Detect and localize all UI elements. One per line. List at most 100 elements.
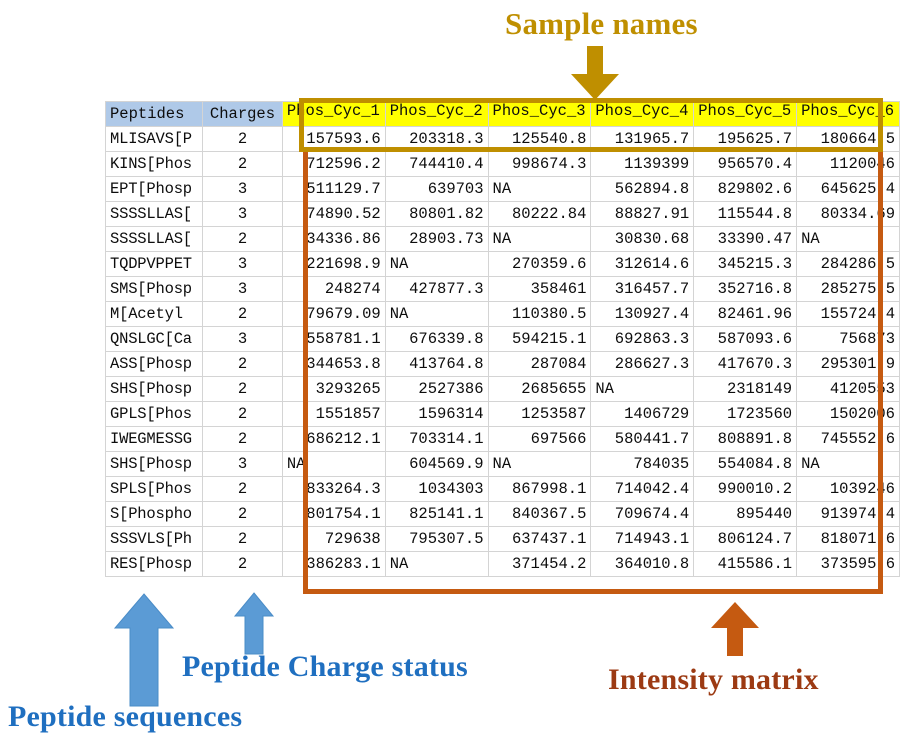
cell-intensity[interactable]: 554084.8	[693, 451, 798, 477]
cell-intensity[interactable]: 74890.52	[281, 201, 386, 227]
cell-intensity[interactable]: 806124.7	[693, 526, 798, 552]
cell-intensity[interactable]: 1253587	[487, 401, 592, 427]
cell-peptide[interactable]: GPLS[Phos	[104, 401, 204, 427]
cell-intensity[interactable]: 88827.91	[590, 201, 695, 227]
cell-intensity[interactable]: 594215.1	[487, 326, 592, 352]
cell-intensity[interactable]: NA	[487, 451, 592, 477]
cell-intensity[interactable]: 709674.4	[590, 501, 695, 527]
cell-intensity[interactable]: 2527386	[384, 376, 489, 402]
cell-intensity[interactable]: 79679.09	[281, 301, 386, 327]
cell-peptide[interactable]: KINS[Phos	[104, 151, 204, 177]
cell-intensity[interactable]: 80222.84	[487, 201, 592, 227]
column-header-peptides[interactable]: Peptides	[104, 101, 204, 127]
cell-intensity[interactable]: NA	[384, 551, 489, 577]
cell-intensity[interactable]: 358461	[487, 276, 592, 302]
cell-intensity[interactable]: 33390.47	[693, 226, 798, 252]
cell-charge[interactable]: 3	[202, 176, 283, 202]
cell-intensity[interactable]: 867998.1	[487, 476, 592, 502]
cell-peptide[interactable]: ASS[Phosp	[104, 351, 204, 377]
cell-intensity[interactable]: 562894.8	[590, 176, 695, 202]
cell-intensity[interactable]: NA	[487, 226, 592, 252]
cell-charge[interactable]: 2	[202, 151, 283, 177]
cell-peptide[interactable]: SHS[Phosp	[104, 451, 204, 477]
cell-intensity[interactable]: 3293265	[281, 376, 386, 402]
column-header-sample-4[interactable]: Phos_Cyc_4	[590, 101, 695, 127]
cell-intensity[interactable]: 913974.4	[796, 501, 900, 527]
cell-intensity[interactable]: 714042.4	[590, 476, 695, 502]
cell-intensity[interactable]: 415586.1	[693, 551, 798, 577]
cell-intensity[interactable]: NA	[487, 176, 592, 202]
cell-charge[interactable]: 3	[202, 451, 283, 477]
cell-peptide[interactable]: EPT[Phosp	[104, 176, 204, 202]
cell-intensity[interactable]: 110380.5	[487, 301, 592, 327]
cell-intensity[interactable]: 703314.1	[384, 426, 489, 452]
cell-charge[interactable]: 2	[202, 426, 283, 452]
cell-intensity[interactable]: 956570.4	[693, 151, 798, 177]
cell-intensity[interactable]: 270359.6	[487, 251, 592, 277]
cell-intensity[interactable]: 990010.2	[693, 476, 798, 502]
cell-intensity[interactable]: 155724.4	[796, 301, 900, 327]
cell-intensity[interactable]: 352716.8	[693, 276, 798, 302]
cell-charge[interactable]: 3	[202, 251, 283, 277]
cell-peptide[interactable]: SSSSLLAS[	[104, 201, 204, 227]
cell-intensity[interactable]: 82461.96	[693, 301, 798, 327]
cell-intensity[interactable]: 818071.6	[796, 526, 900, 552]
column-header-sample-5[interactable]: Phos_Cyc_5	[693, 101, 798, 127]
cell-intensity[interactable]: NA	[384, 301, 489, 327]
cell-intensity[interactable]: 829802.6	[693, 176, 798, 202]
cell-intensity[interactable]: 637437.1	[487, 526, 592, 552]
cell-intensity[interactable]: 285275.5	[796, 276, 900, 302]
cell-intensity[interactable]: 756873	[796, 326, 900, 352]
cell-intensity[interactable]: NA	[281, 451, 386, 477]
cell-intensity[interactable]: 344653.8	[281, 351, 386, 377]
cell-intensity[interactable]: 427877.3	[384, 276, 489, 302]
cell-intensity[interactable]: 1551857	[281, 401, 386, 427]
cell-peptide[interactable]: SMS[Phosp	[104, 276, 204, 302]
cell-intensity[interactable]: NA	[384, 251, 489, 277]
cell-intensity[interactable]: 130927.4	[590, 301, 695, 327]
cell-peptide[interactable]: RES[Phosp	[104, 551, 204, 577]
cell-peptide[interactable]: QNSLGC[Ca	[104, 326, 204, 352]
cell-intensity[interactable]: 1406729	[590, 401, 695, 427]
cell-peptide[interactable]: IWEGMESSG	[104, 426, 204, 452]
cell-intensity[interactable]: 287084	[487, 351, 592, 377]
cell-intensity[interactable]: 745552.6	[796, 426, 900, 452]
cell-intensity[interactable]: 1120046	[796, 151, 900, 177]
cell-intensity[interactable]: 645625.4	[796, 176, 900, 202]
cell-intensity[interactable]: NA	[796, 226, 900, 252]
column-header-sample-3[interactable]: Phos_Cyc_3	[487, 101, 592, 127]
cell-intensity[interactable]: 364010.8	[590, 551, 695, 577]
cell-charge[interactable]: 2	[202, 476, 283, 502]
cell-intensity[interactable]: 125540.8	[487, 126, 592, 152]
cell-intensity[interactable]: 784035	[590, 451, 695, 477]
cell-intensity[interactable]: 895440	[693, 501, 798, 527]
cell-intensity[interactable]: 729638	[281, 526, 386, 552]
cell-charge[interactable]: 3	[202, 201, 283, 227]
cell-intensity[interactable]: 115544.8	[693, 201, 798, 227]
cell-charge[interactable]: 2	[202, 551, 283, 577]
cell-charge[interactable]: 2	[202, 526, 283, 552]
cell-intensity[interactable]: 2685655	[487, 376, 592, 402]
cell-intensity[interactable]: 1723560	[693, 401, 798, 427]
cell-intensity[interactable]: 998674.3	[487, 151, 592, 177]
cell-charge[interactable]: 2	[202, 226, 283, 252]
cell-intensity[interactable]: 639703	[384, 176, 489, 202]
cell-intensity[interactable]: NA	[796, 451, 900, 477]
cell-intensity[interactable]: 801754.1	[281, 501, 386, 527]
cell-intensity[interactable]: 795307.5	[384, 526, 489, 552]
cell-intensity[interactable]: 558781.1	[281, 326, 386, 352]
cell-intensity[interactable]: 825141.1	[384, 501, 489, 527]
cell-intensity[interactable]: 833264.3	[281, 476, 386, 502]
cell-intensity[interactable]: 386283.1	[281, 551, 386, 577]
cell-intensity[interactable]: 203318.3	[384, 126, 489, 152]
cell-peptide[interactable]: SHS[Phosp	[104, 376, 204, 402]
cell-intensity[interactable]: 744410.4	[384, 151, 489, 177]
cell-peptide[interactable]: S[Phospho	[104, 501, 204, 527]
cell-intensity[interactable]: 417670.3	[693, 351, 798, 377]
cell-intensity[interactable]: 80801.82	[384, 201, 489, 227]
cell-intensity[interactable]: 697566	[487, 426, 592, 452]
cell-intensity[interactable]: 4120553	[796, 376, 900, 402]
cell-intensity[interactable]: 712596.2	[281, 151, 386, 177]
cell-intensity[interactable]: 1139399	[590, 151, 695, 177]
cell-intensity[interactable]: 195625.7	[693, 126, 798, 152]
